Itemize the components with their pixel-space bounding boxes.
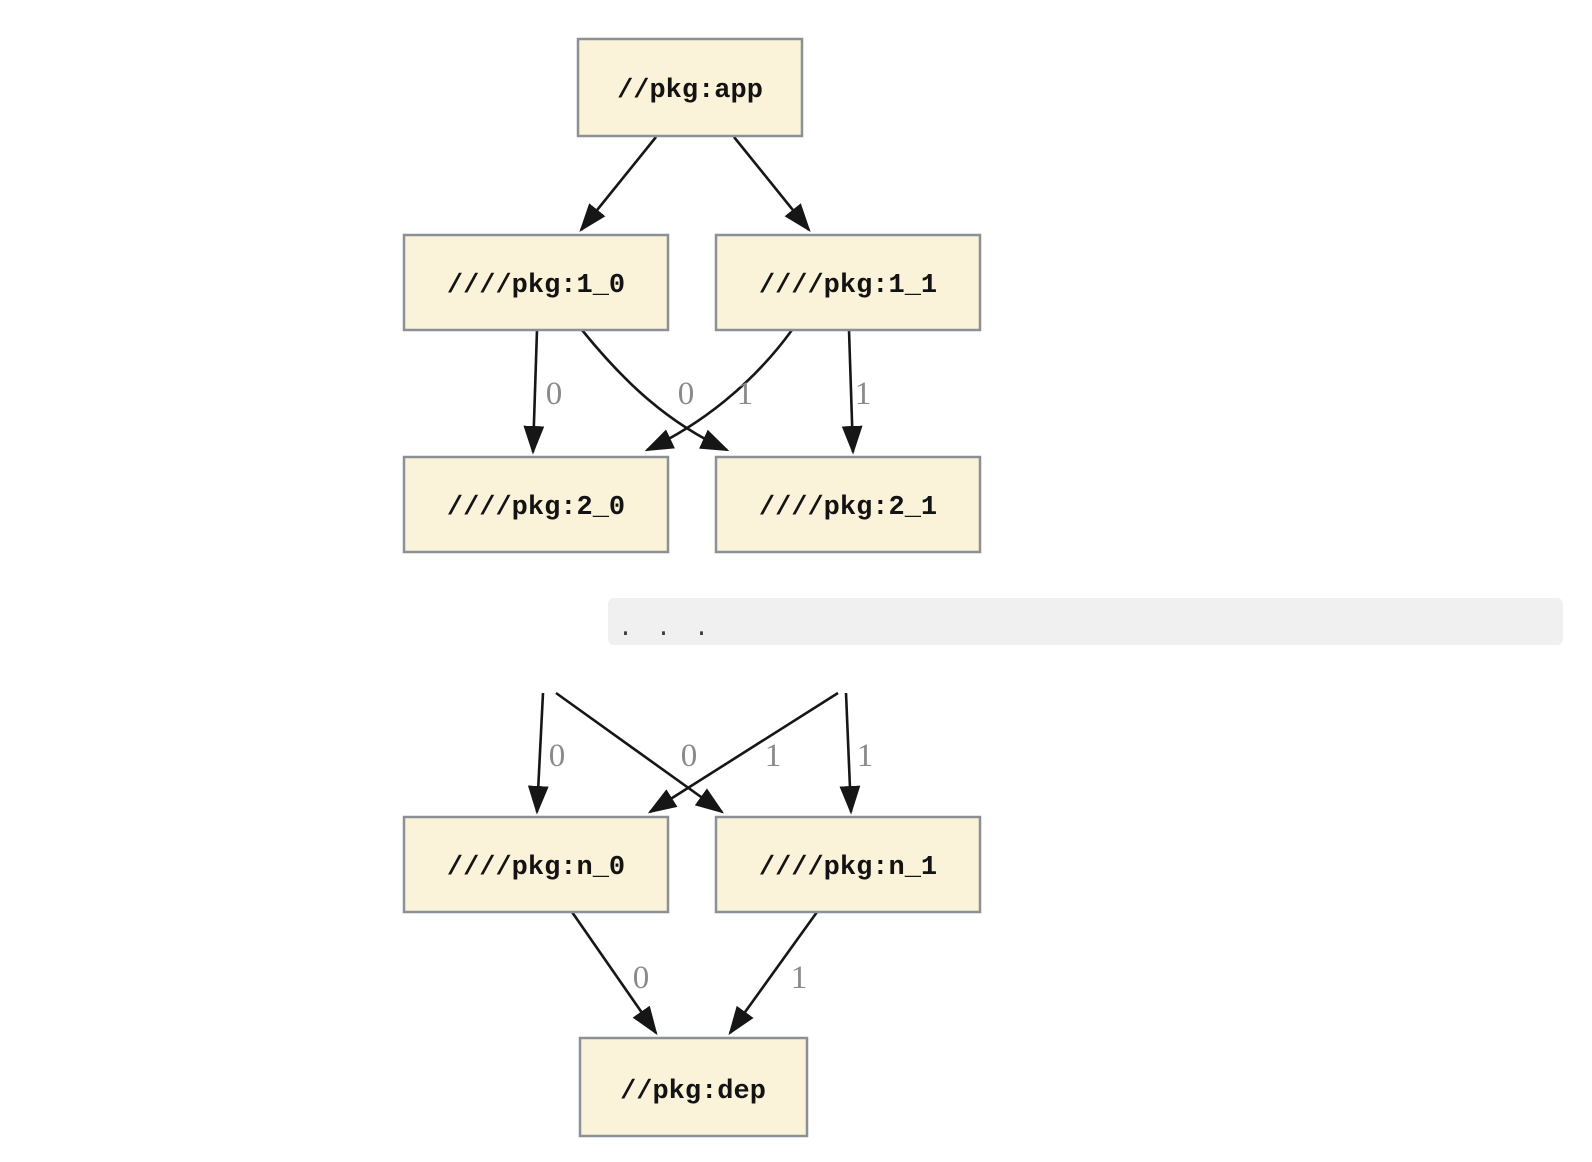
node-n_1-label: ////pkg:n_1 — [759, 853, 937, 883]
node-n_1: ////pkg:n_1 — [714, 815, 982, 914]
node-dep: //pkg:dep — [578, 1036, 809, 1138]
edge-hidden-to-n_1 — [555, 691, 725, 814]
node-app-label: //pkg:app — [617, 76, 763, 106]
edge-label-n_1-dep: 1 — [791, 960, 808, 996]
edge-label-n_0-dep: 0 — [633, 960, 650, 996]
node-app-box — [576, 37, 804, 138]
ellipsis-band: . . . — [608, 598, 1563, 645]
edge-label-1_1-2_0: 0 — [678, 376, 695, 412]
edge-label-1_1-2_1: 1 — [855, 376, 872, 412]
node-n_1-box — [714, 815, 982, 914]
node-2_1-label: ////pkg:2_1 — [759, 493, 937, 523]
node-dep-label: //pkg:dep — [620, 1077, 766, 1107]
edge-label-hidden-n_0-cross: 0 — [681, 738, 698, 774]
ellipsis-band-text: . . . — [618, 614, 713, 643]
node-2_1-box — [714, 455, 982, 554]
edge-1_0-to-2_1 — [580, 329, 730, 452]
node-2_0-label: ////pkg:2_0 — [447, 493, 625, 523]
edge-1_1-to-2_1 — [841, 329, 863, 455]
edge-1_0-to-2_0 — [523, 329, 545, 455]
edge-hidden-to-n_0 — [527, 692, 549, 815]
node-n_0: ////pkg:n_0 — [402, 815, 670, 914]
node-n_0-label: ////pkg:n_0 — [447, 853, 625, 883]
edge-label-1_0-2_0: 0 — [546, 376, 563, 412]
edge-1_1-to-2_0 — [644, 329, 794, 452]
node-1_0: ////pkg:1_0 — [402, 233, 670, 332]
edge-app-to-1_0 — [579, 136, 658, 233]
node-2_1: ////pkg:2_1 — [714, 455, 982, 554]
edge-label-1_0-2_1: 1 — [737, 376, 754, 412]
node-1_0-box — [402, 233, 670, 332]
node-1_0-label: ////pkg:1_0 — [447, 271, 625, 301]
node-n_0-box — [402, 815, 670, 914]
edge-n_1-to-dep — [728, 911, 819, 1036]
edge-app-to-1_1 — [732, 136, 811, 233]
node-1_1-box — [714, 233, 982, 332]
node-dep-box — [578, 1036, 809, 1138]
edge-label-hidden-n_1: 1 — [765, 738, 782, 774]
node-2_0: ////pkg:2_0 — [402, 455, 670, 554]
node-2_0-box — [402, 455, 670, 554]
ellipsis-band-background — [608, 598, 1563, 645]
edge-hidden-to-n_0-cross — [647, 691, 839, 814]
node-1_1: ////pkg:1_1 — [714, 233, 982, 332]
edge-label-hidden-n_0: 0 — [549, 738, 566, 774]
edge-label-hidden-n_1-straight: 1 — [857, 738, 874, 774]
node-app: //pkg:app — [576, 37, 804, 138]
edge-hidden-to-n_1-straight — [839, 692, 861, 815]
node-1_1-label: ////pkg:1_1 — [759, 271, 937, 301]
edge-n_0-to-dep — [570, 911, 658, 1036]
